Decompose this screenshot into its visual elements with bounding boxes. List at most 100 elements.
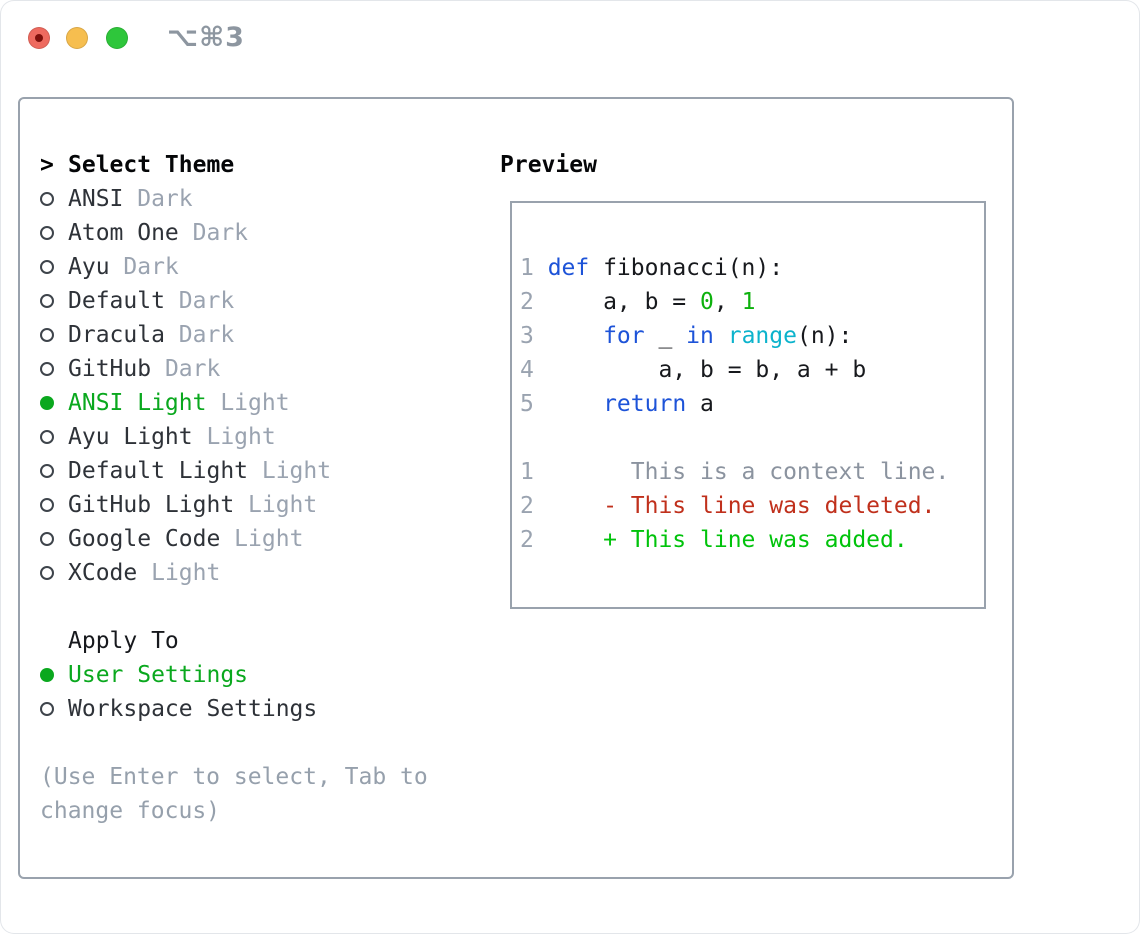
select-theme-heading-row: >Select Theme — [40, 148, 460, 182]
radio-icon — [40, 532, 68, 546]
theme-variant-tag: Light — [248, 458, 332, 484]
theme-variant-tag: Dark — [164, 322, 235, 348]
line-number: 3 — [520, 323, 534, 349]
theme-name: ANSI — [68, 186, 124, 212]
code-segment: , — [713, 289, 742, 315]
code-segment: range — [727, 323, 797, 349]
apply-to-heading: Apply To — [68, 628, 179, 654]
code-segment: return — [603, 391, 687, 417]
radio-circle — [40, 328, 54, 342]
code-segment: 0 — [700, 289, 714, 315]
code-segment — [548, 391, 603, 417]
theme-option[interactable]: Ayu Light Light — [40, 420, 460, 454]
radio-icon — [40, 328, 68, 342]
code-segment: a, b = b, a + b — [547, 357, 867, 383]
code-segment: - This line was deleted. — [547, 493, 936, 519]
theme-option[interactable]: Google Code Light — [40, 522, 460, 556]
theme-name: Default — [68, 288, 165, 314]
theme-name: Ayu Light — [68, 424, 193, 450]
theme-option[interactable]: Atom One Dark — [40, 216, 460, 250]
theme-option[interactable]: ANSI Light Light — [40, 386, 460, 420]
theme-variant-tag: Dark — [151, 356, 221, 382]
theme-variant-tag: Dark — [164, 288, 235, 314]
code-line: 2 + This line was added. — [520, 523, 984, 557]
prompt-caret-icon: > — [40, 152, 54, 178]
theme-variant-tag: Light — [192, 424, 276, 450]
radio-icon — [40, 362, 68, 376]
line-number: 1 — [520, 255, 534, 281]
theme-option[interactable]: Default Dark — [40, 284, 460, 318]
code-line: 1 This is a context line. — [520, 455, 984, 489]
theme-variant-tag: Light — [220, 526, 304, 552]
code-segment: (n): — [796, 323, 853, 349]
code-segment: a — [686, 391, 714, 417]
theme-name: GitHub Light — [68, 492, 235, 518]
radio-circle — [40, 532, 54, 546]
radio-circle — [40, 226, 54, 240]
code-segment: def — [547, 255, 590, 281]
theme-variant-tag: Dark — [178, 220, 249, 246]
minimize-button[interactable] — [66, 27, 88, 49]
line-number: 1 — [520, 459, 534, 485]
code-segment: fibonacci(n): — [589, 255, 784, 281]
radio-icon — [40, 566, 68, 580]
line-number: 2 — [520, 493, 534, 519]
theme-option[interactable]: GitHub Dark — [40, 352, 460, 386]
radio-selected-icon — [40, 668, 68, 682]
theme-name: Ayu — [68, 254, 110, 280]
radio-circle — [40, 464, 54, 478]
radio-circle — [40, 396, 54, 410]
zoom-button[interactable] — [106, 27, 128, 49]
radio-icon — [40, 226, 68, 240]
code-segment — [714, 323, 728, 349]
unsaved-dot-icon — [35, 34, 43, 42]
radio-icon — [40, 464, 68, 478]
radio-icon — [40, 260, 68, 274]
close-button[interactable] — [28, 27, 50, 49]
apply-to-heading-row: Apply To — [40, 624, 460, 658]
code-segment: This is a context line. — [547, 459, 950, 485]
theme-option[interactable]: Dracula Dark — [40, 318, 460, 352]
radio-selected-icon — [40, 396, 68, 410]
radio-circle — [40, 702, 54, 716]
theme-option[interactable]: Ayu Dark — [40, 250, 460, 284]
radio-icon — [40, 702, 68, 716]
theme-name: XCode — [68, 560, 138, 586]
apply-option[interactable]: Workspace Settings — [40, 692, 460, 726]
theme-option[interactable]: Default Light Light — [40, 454, 460, 488]
theme-name: ANSI Light — [68, 390, 207, 416]
code-line: 1 def fibonacci(n): — [520, 251, 984, 285]
radio-circle — [40, 294, 54, 308]
code-segment: a, b = — [547, 289, 701, 315]
radio-circle — [40, 566, 54, 580]
theme-name: Atom One — [68, 220, 179, 246]
code-segment: in — [686, 323, 714, 349]
code-segment: 1 — [741, 289, 756, 315]
radio-circle — [40, 260, 54, 274]
window-title: ⌥⌘3 — [167, 22, 245, 53]
code-line: 5 return a — [520, 387, 984, 421]
apply-option[interactable]: User Settings — [40, 658, 460, 692]
code-segment: _ — [644, 323, 687, 349]
radio-circle — [40, 192, 54, 206]
code-line: 3 for _ in range(n): — [520, 319, 984, 353]
theme-option[interactable]: XCode Light — [40, 556, 460, 590]
code-line: 2 a, b = 0, 1 — [520, 285, 984, 319]
theme-variant-tag: Light — [234, 492, 318, 518]
line-number: 2 — [520, 289, 534, 315]
line-number: 5 — [520, 391, 534, 417]
radio-circle — [40, 498, 54, 512]
theme-option[interactable]: ANSI Dark — [40, 182, 460, 216]
theme-option[interactable]: GitHub Light Light — [40, 488, 460, 522]
spacer — [40, 590, 460, 624]
code-segment: + This line was added. — [547, 527, 908, 553]
radio-icon — [40, 294, 68, 308]
radio-icon — [40, 430, 68, 444]
theme-variant-tag: Light — [137, 560, 221, 586]
spacer — [40, 726, 460, 760]
